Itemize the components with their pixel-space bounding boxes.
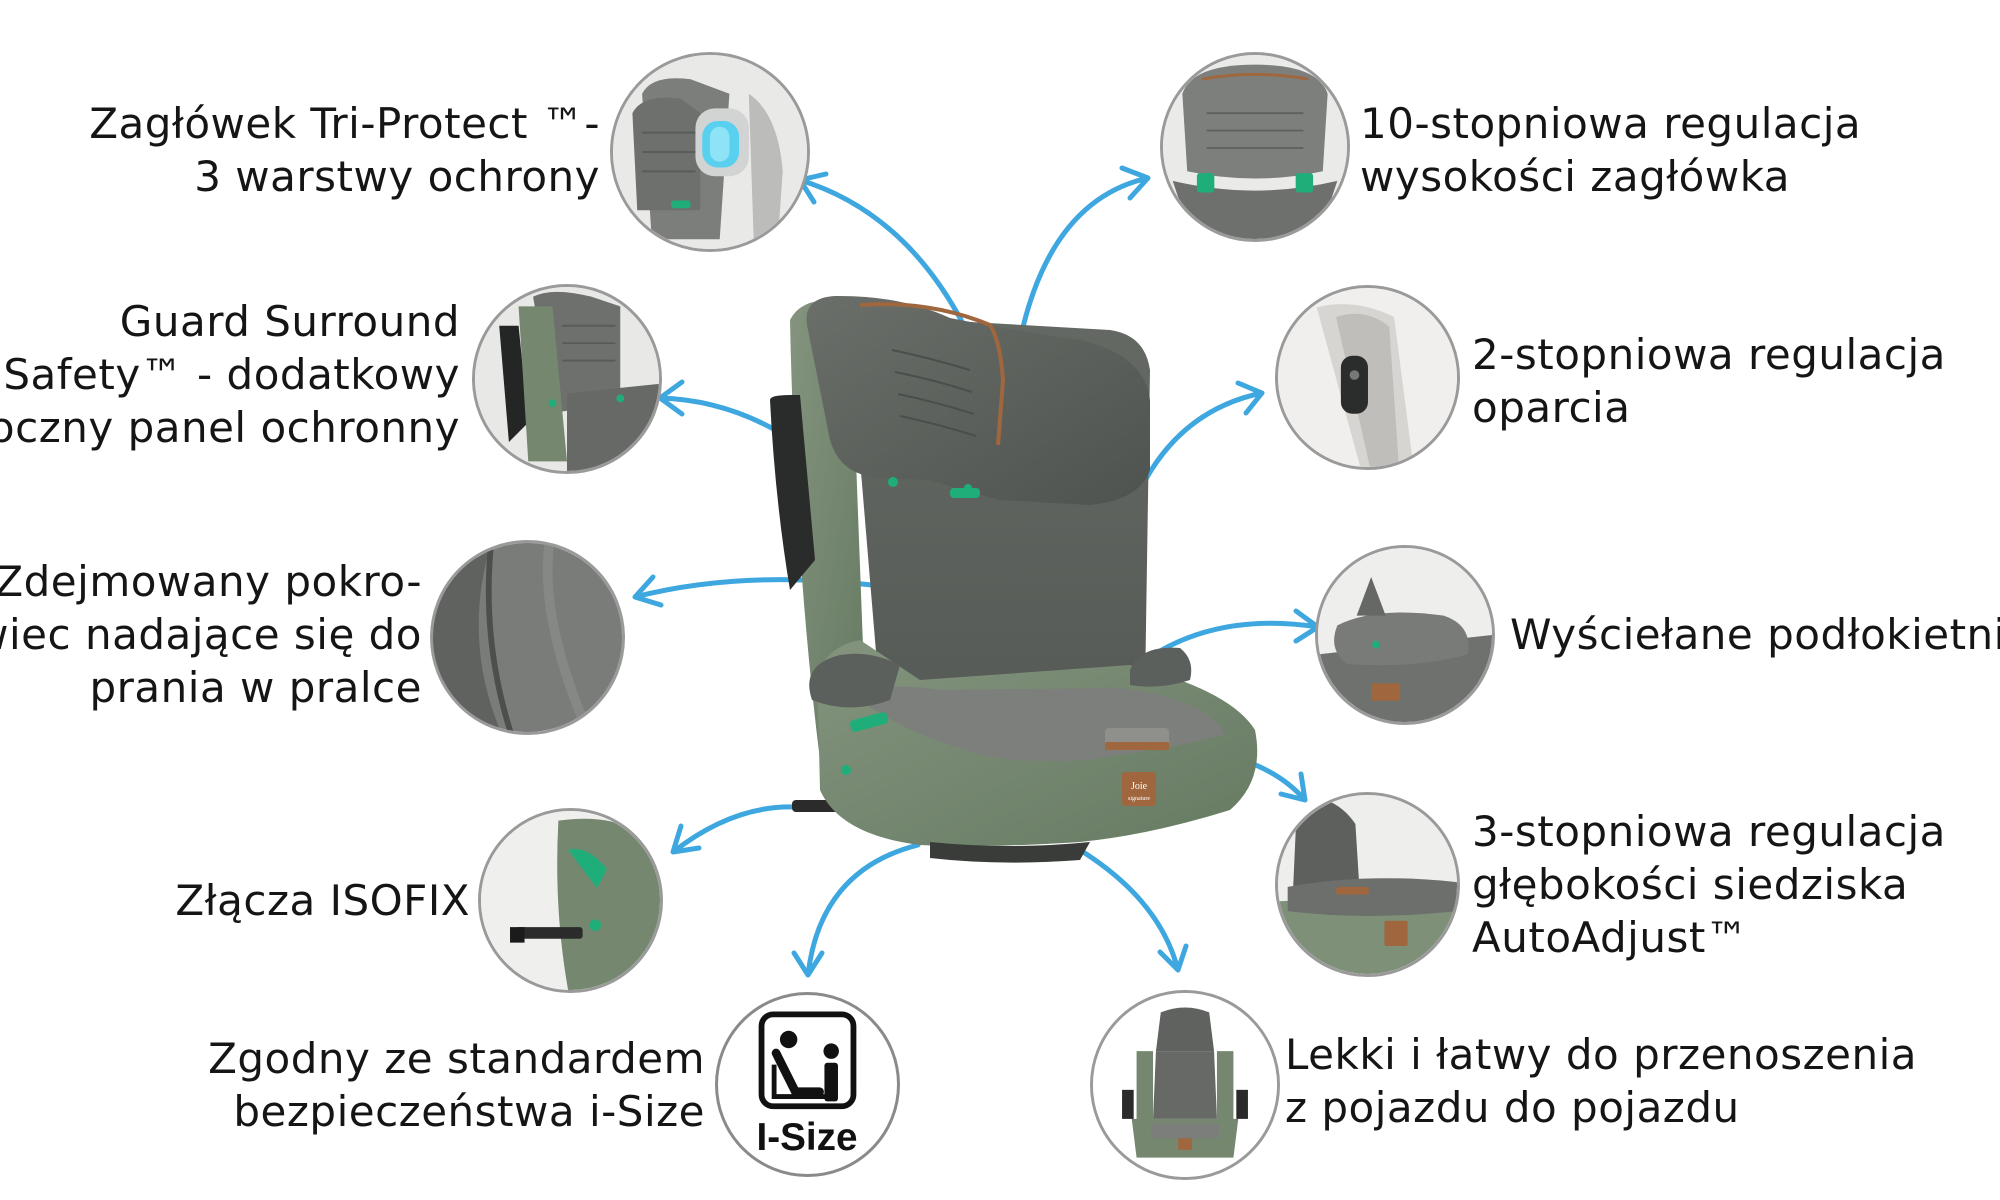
label-armrest-line1: Wyściełane podłokietniki xyxy=(1510,610,2000,659)
label-cover: Zdejmowany pokro- wiec nadające się do p… xyxy=(0,555,422,714)
arrow-height xyxy=(1017,165,1151,343)
armrest-right xyxy=(1130,647,1192,687)
label-depth-line1: 3-stopniowa regulacja xyxy=(1472,807,1946,856)
i-size-icon: I-Size xyxy=(715,992,900,1177)
armrest-left xyxy=(809,653,900,708)
label-height-line2: wysokości zagłówka xyxy=(1360,152,1791,201)
label-height-line1: 10-stopniowa regulacja xyxy=(1360,99,1862,148)
label-guard-line2: Safety™ - dodatkowy xyxy=(3,350,460,399)
label-guard: Guard Surround Safety™ - dodatkowy boczn… xyxy=(0,295,460,454)
joie-badge xyxy=(1122,772,1156,806)
label-recline-line2: oparcia xyxy=(1472,383,1631,432)
arrow-portable xyxy=(1077,847,1189,973)
side-panel-icon xyxy=(472,284,662,474)
label-portable: Lekki i łatwy do przenoszenia z pojazdu … xyxy=(1285,1028,1917,1134)
label-headrest: Zagłówek Tri-Protect ™- 3 warstwy ochron… xyxy=(89,97,600,203)
label-isofix-line1: Złącza ISOFIX xyxy=(175,876,470,925)
label-cover-line1: Zdejmowany pokro- xyxy=(0,557,422,606)
label-portable-line2: z pojazdu do pojazdu xyxy=(1285,1083,1740,1132)
label-headrest-line1: Zagłówek Tri-Protect ™- xyxy=(89,99,600,148)
label-depth-line3: AutoAdjust™ xyxy=(1472,913,1749,962)
headrest-tri-protect-icon xyxy=(610,52,810,252)
portable-seat-icon xyxy=(1090,990,1280,1180)
arrow-armrest xyxy=(1147,608,1321,660)
label-recline: 2-stopniowa regulacja oparcia xyxy=(1472,328,1946,434)
label-isize: Zgodny ze standardem bezpieczeństwa i-Si… xyxy=(208,1032,705,1138)
label-isize-line2: bezpieczeństwa i-Size xyxy=(233,1087,705,1136)
seat-depth-icon xyxy=(1275,792,1460,977)
label-cover-line3: prania w pralce xyxy=(89,663,422,712)
fabric-cover-icon xyxy=(430,540,625,735)
label-recline-line1: 2-stopniowa regulacja xyxy=(1472,330,1946,379)
recline-lever-icon xyxy=(1275,285,1460,470)
isofix-connector-icon xyxy=(478,808,663,993)
label-height: 10-stopniowa regulacja wysokości zagłówk… xyxy=(1360,97,1861,203)
label-portable-line1: Lekki i łatwy do przenoszenia xyxy=(1285,1030,1918,1079)
armrest-icon xyxy=(1315,545,1495,725)
label-isize-line1: Zgodny ze standardem xyxy=(208,1034,705,1083)
joie-badge-line2: signature xyxy=(1128,796,1150,802)
seat-headrest xyxy=(806,295,1150,505)
label-guard-line1: Guard Surround xyxy=(119,297,460,346)
label-isofix: Złącza ISOFIX xyxy=(175,874,470,927)
i-size-badge-text: I-Size xyxy=(756,1116,857,1159)
arrow-isize xyxy=(791,842,921,978)
label-guard-line3: boczny panel ochronny xyxy=(0,403,460,452)
headrest-height-icon xyxy=(1160,52,1350,242)
label-armrest: Wyściełane podłokietniki xyxy=(1510,608,2000,661)
label-headrest-line2: 3 warstwy ochrony xyxy=(194,152,600,201)
joie-badge-line1: Joie xyxy=(1131,781,1148,792)
label-depth: 3-stopniowa regulacja głębokości siedzis… xyxy=(1472,805,1946,964)
label-depth-line2: głębokości siedziska xyxy=(1472,860,1909,909)
label-cover-line2: wiec nadające się do xyxy=(0,610,422,659)
arrow-recline xyxy=(1137,380,1265,493)
guard-surround-panel xyxy=(770,395,815,590)
